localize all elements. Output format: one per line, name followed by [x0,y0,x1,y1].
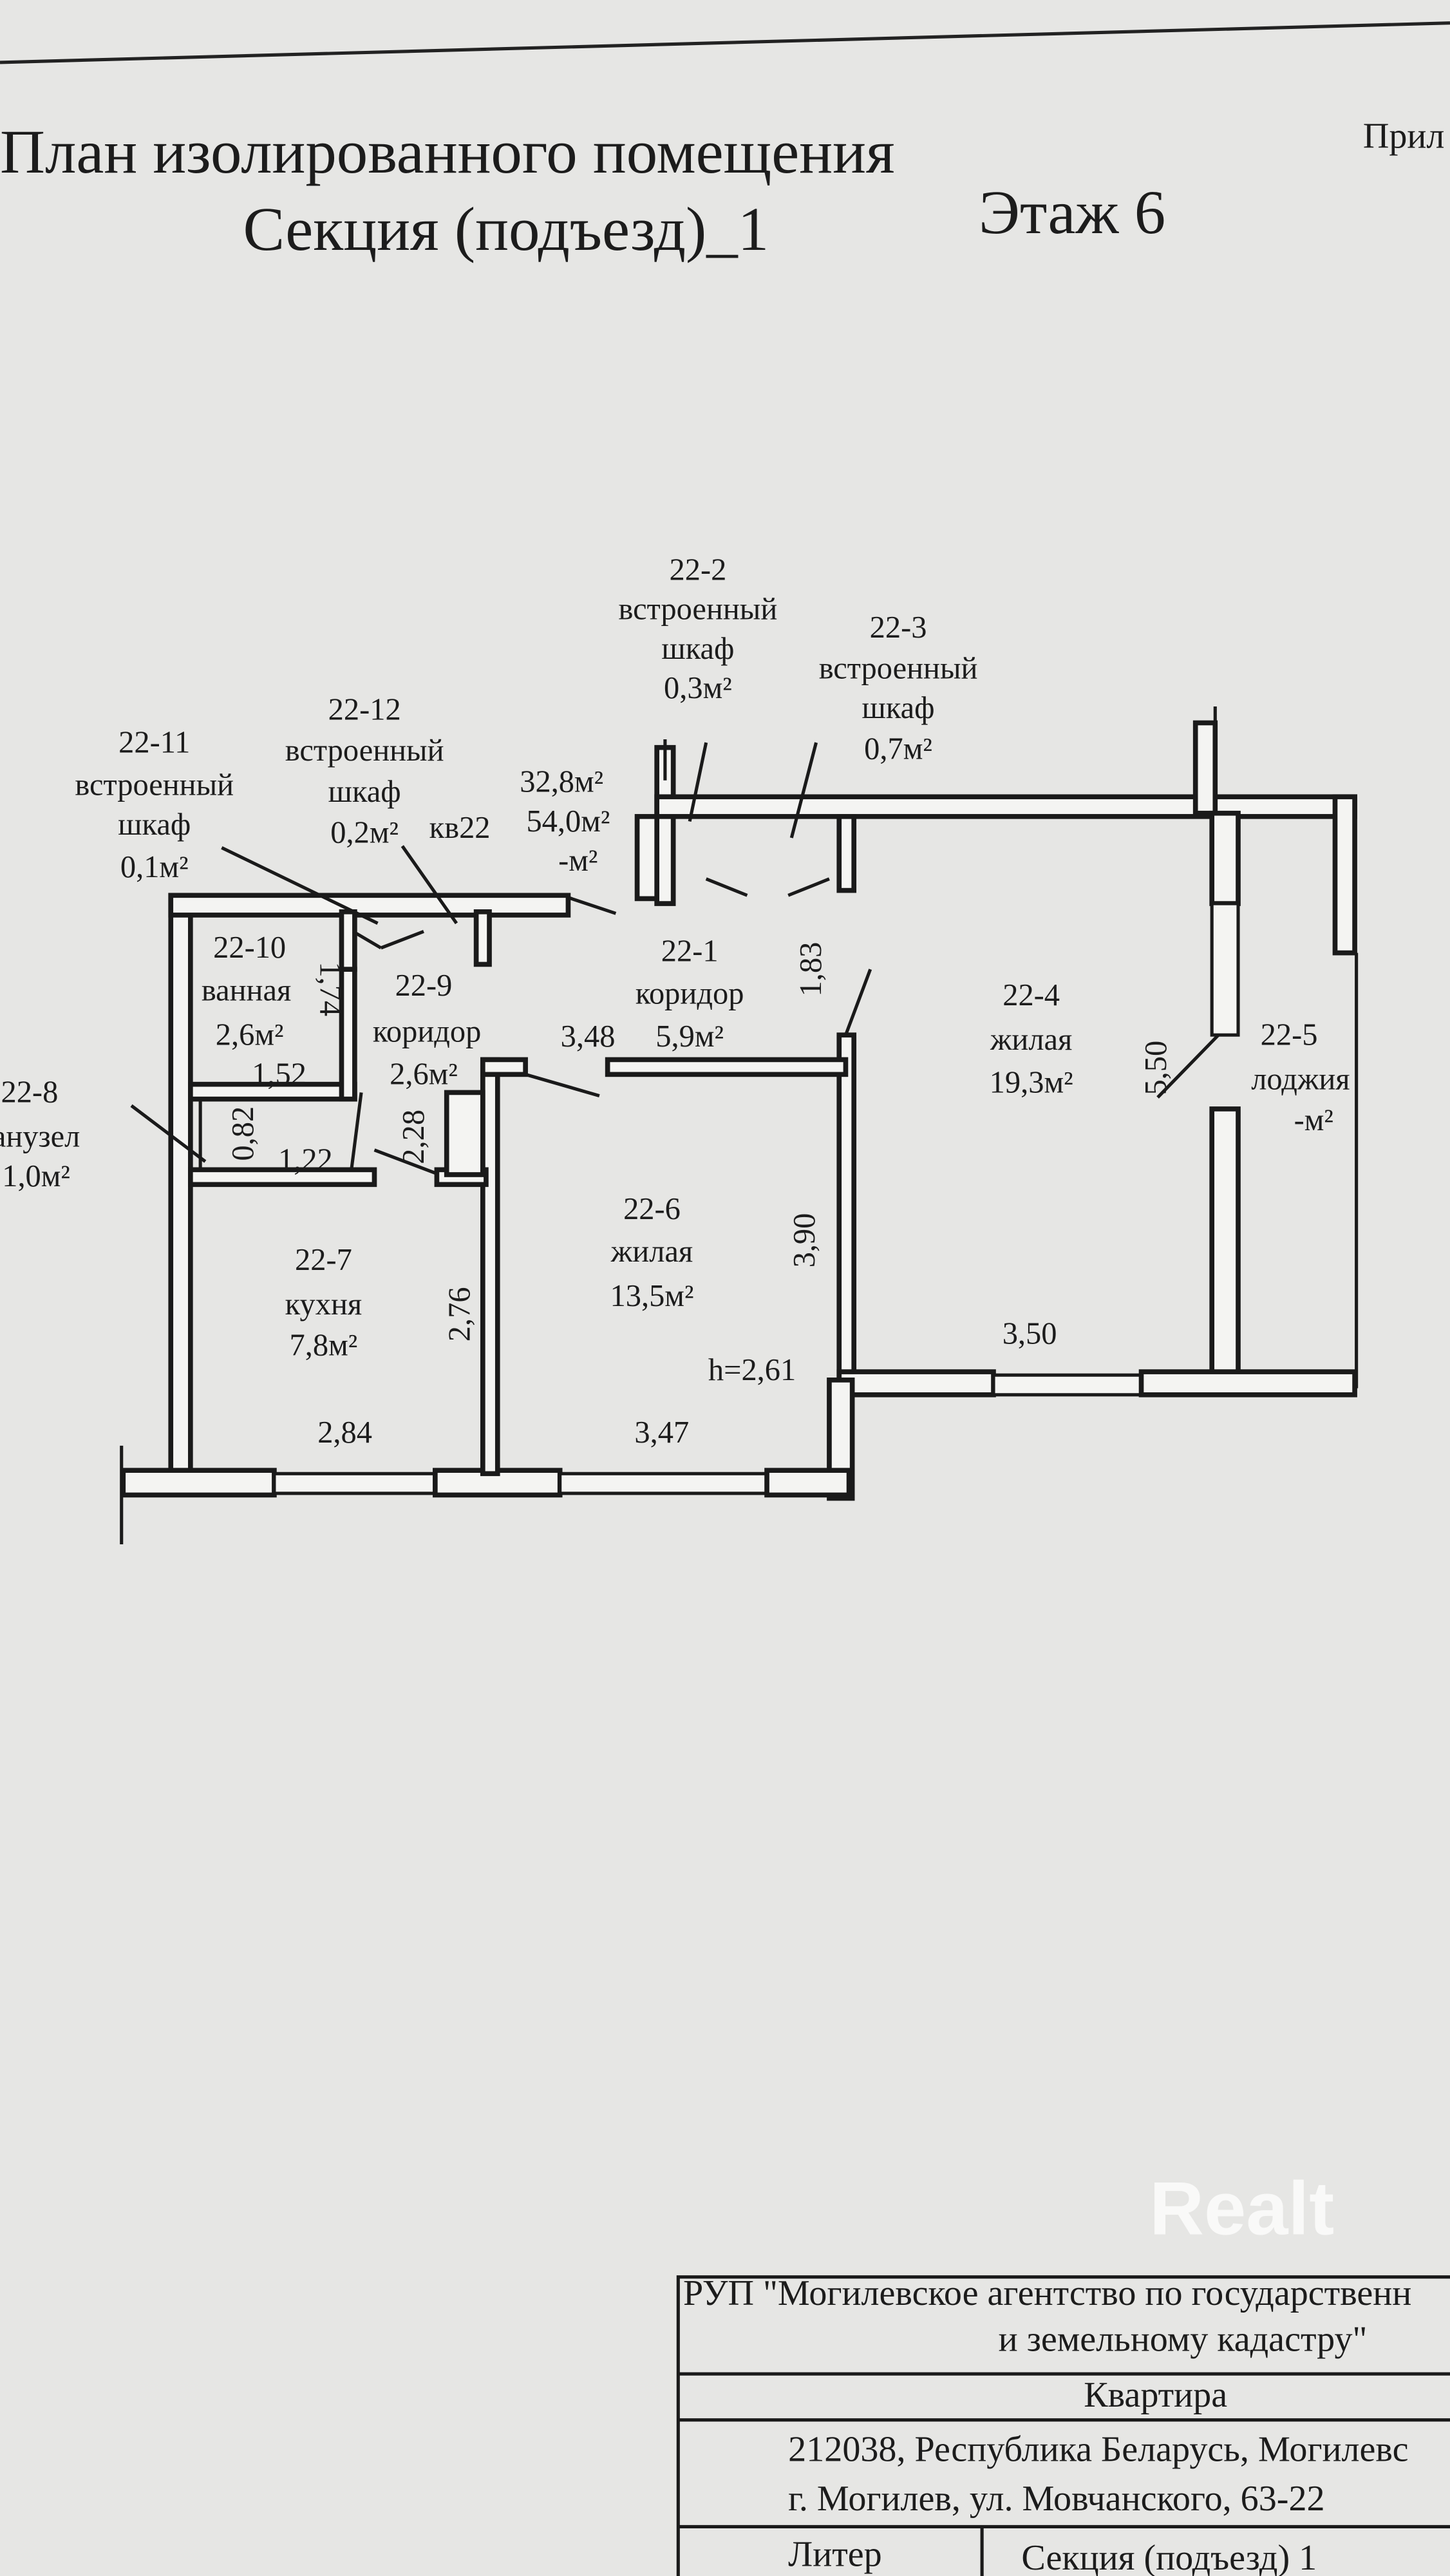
watermark-logo: Realt [1149,2166,1334,2250]
room-22-1: 22-1 коридор 5,9м² [636,934,744,1054]
floor-title: Этаж 6 [979,178,1165,247]
svg-text:22-3: 22-3 [870,611,927,645]
room-22-2: 22-2 встроенный шкаф 0,3м² [619,553,778,706]
svg-text:0,1м²: 0,1м² [120,850,189,884]
svg-text:анузел: анузел [0,1120,80,1154]
plan-title: План изолированного помещения [0,117,895,186]
svg-text:22-8: 22-8 [1,1075,58,1110]
svg-text:13,5м²: 13,5м² [610,1279,694,1313]
room-22-4: 22-4 жилая 19,3м² [990,978,1073,1099]
svg-text:кухня: кухня [285,1287,362,1321]
org-line-2: и земельному кадастру" [999,2320,1368,2360]
section-label: Секция (подъезд) 1 [1021,2538,1317,2576]
svg-text:встроенный: встроенный [819,652,978,686]
svg-text:22-4: 22-4 [1003,978,1060,1012]
svg-text:22-12: 22-12 [328,692,401,726]
appendix-label: Прил [1363,117,1445,156]
svg-text:19,3м²: 19,3м² [990,1065,1073,1099]
total-area: 54,0м² [526,804,610,838]
svg-text:3,47: 3,47 [634,1416,689,1450]
walls [120,706,1359,1544]
svg-text:шкаф: шкаф [118,808,191,842]
room-22-9: 22-9 коридор 2,6м² [373,969,482,1092]
svg-text:22-10: 22-10 [213,931,286,965]
svg-text:встроенный: встроенный [619,592,778,627]
svg-text:22-1: 22-1 [661,934,719,968]
svg-text:7,8м²: 7,8м² [290,1329,358,1363]
dimensions: 1,83 3,48 5,50 1,74 1,52 0,82 1,22 2,28 … [226,942,1173,1450]
svg-text:-м²: -м² [1294,1103,1333,1137]
room-22-3: 22-3 встроенный шкаф 0,7м² [819,611,978,766]
svg-text:5,9м²: 5,9м² [655,1019,724,1054]
room-22-11: 22-11 встроенный шкаф 0,1м² [75,725,234,884]
top-border [0,21,1450,64]
room-22-7: 22-7 кухня 7,8м² [285,1243,362,1363]
svg-text:коридор: коридор [373,1014,482,1048]
svg-text:шкаф: шкаф [328,775,401,809]
room-22-10: 22-10 ванная 2,6м² [202,931,291,1052]
svg-text:22-9: 22-9 [395,969,453,1003]
svg-text:шкаф: шкаф [862,691,935,725]
svg-text:ванная: ванная [202,974,291,1008]
svg-text:22-2: 22-2 [670,553,727,587]
svg-text:0,2м²: 0,2м² [330,816,399,850]
svg-text:встроенный: встроенный [75,768,234,802]
ceiling-height: h=2,61 [708,1353,796,1387]
svg-text:3,48: 3,48 [561,1019,616,1054]
org-line-1: РУП "Могилевское агентство по государств… [683,2273,1411,2313]
living-area: 32,8м² [520,765,603,799]
svg-text:2,84: 2,84 [317,1416,372,1450]
object-type: Квартира [1084,2375,1227,2415]
svg-text:2,6м²: 2,6м² [216,1018,284,1052]
room-22-6: 22-6 жилая 13,5м² [610,1192,694,1313]
svg-text:1,52: 1,52 [252,1057,306,1092]
svg-text:22-11: 22-11 [118,725,190,759]
section-title: Секция (подъезд)_1 [243,194,769,263]
svg-text:коридор: коридор [636,977,744,1011]
svg-text:2,28: 2,28 [397,1110,431,1164]
room-22-12: 22-12 встроенный шкаф 0,2м² [285,692,444,849]
svg-text:лоджия: лоджия [1251,1062,1350,1096]
svg-text:0,3м²: 0,3м² [664,671,732,705]
svg-text:3,90: 3,90 [787,1213,822,1268]
svg-text:1,74: 1,74 [313,961,347,1016]
address-line-2: г. Могилев, ул. Мовчанского, 63-22 [788,2479,1324,2519]
svg-text:шкаф: шкаф [661,632,734,666]
svg-text:встроенный: встроенный [285,734,444,768]
svg-text:жилая: жилая [610,1235,693,1269]
apartment-label: кв22 [429,811,491,845]
room-22-5: 22-5 лоджия -м² [1251,1018,1350,1137]
liter-label: Литер [788,2535,882,2575]
svg-text:1,22: 1,22 [278,1142,333,1177]
svg-text:5,50: 5,50 [1139,1041,1173,1095]
svg-text:22-5: 22-5 [1261,1018,1318,1052]
svg-text:1,83: 1,83 [794,942,828,997]
svg-text:2,76: 2,76 [442,1287,476,1341]
other-area: -м² [558,844,598,878]
svg-text:жилая: жилая [990,1023,1072,1057]
svg-text:0,82: 0,82 [226,1106,260,1161]
svg-text:22-7: 22-7 [295,1243,352,1277]
svg-text:3,50: 3,50 [1003,1317,1057,1351]
svg-text:0,7м²: 0,7м² [864,732,932,766]
room-22-8: 22-8 анузел 1,0м² [0,1075,80,1193]
address-line-1: 212038, Республика Беларусь, Могилевс [788,2429,1408,2469]
svg-text:22-6: 22-6 [623,1192,681,1226]
leader-lines [130,742,1220,1175]
title-block: РУП "Могилевское агентство по государств… [676,2273,1450,2576]
svg-text:1,0м²: 1,0м² [2,1159,70,1193]
svg-text:2,6м²: 2,6м² [390,1057,458,1092]
